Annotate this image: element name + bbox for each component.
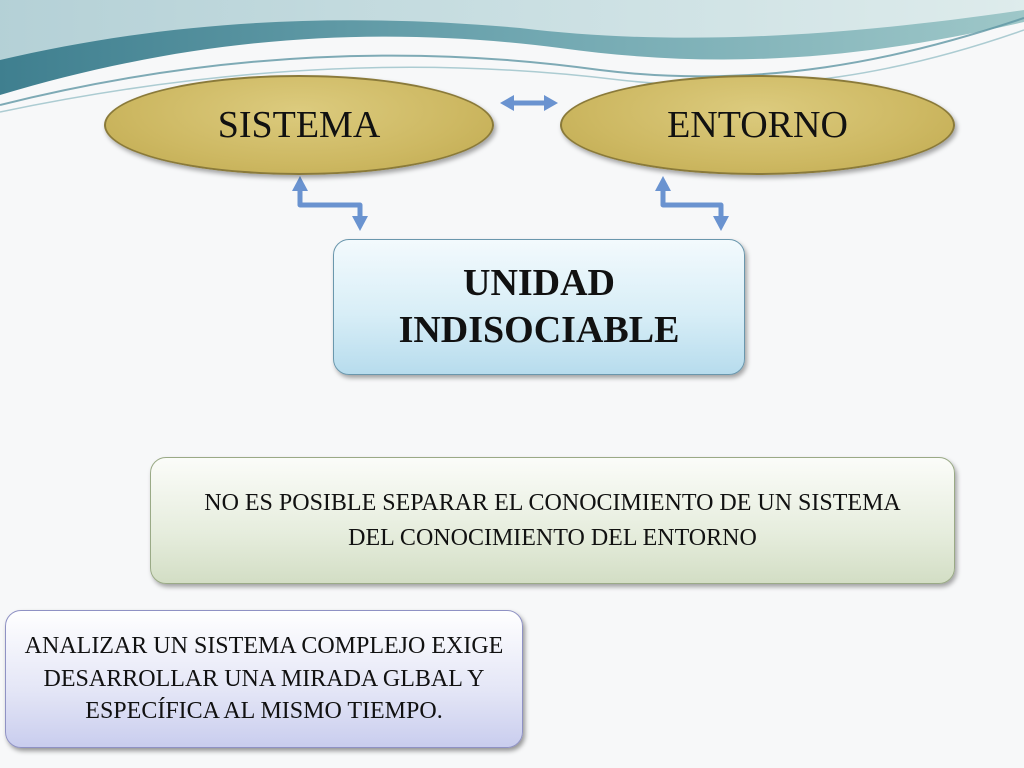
- node-entorno: ENTORNO: [560, 75, 955, 175]
- node-sistema: SISTEMA: [104, 75, 494, 175]
- node-analizar-sistema-complejo: ANALIZAR UN SISTEMA COMPLEJO EXIGE DESAR…: [5, 610, 523, 748]
- node-analizar-label: ANALIZAR UN SISTEMA COMPLEJO EXIGE DESAR…: [24, 633, 504, 725]
- node-unidad-label: UNIDAD INDISOCIABLE: [398, 261, 680, 352]
- node-entorno-label: ENTORNO: [667, 104, 848, 146]
- node-no-es-posible-separar: NO ES POSIBLE SEPARAR EL CONOCIMIENTO DE…: [150, 457, 955, 584]
- node-unidad-indisociable: UNIDAD INDISOCIABLE: [333, 239, 745, 375]
- node-sistema-label: SISTEMA: [217, 104, 381, 146]
- node-separar-label: NO ES POSIBLE SEPARAR EL CONOCIMIENTO DE…: [204, 489, 901, 551]
